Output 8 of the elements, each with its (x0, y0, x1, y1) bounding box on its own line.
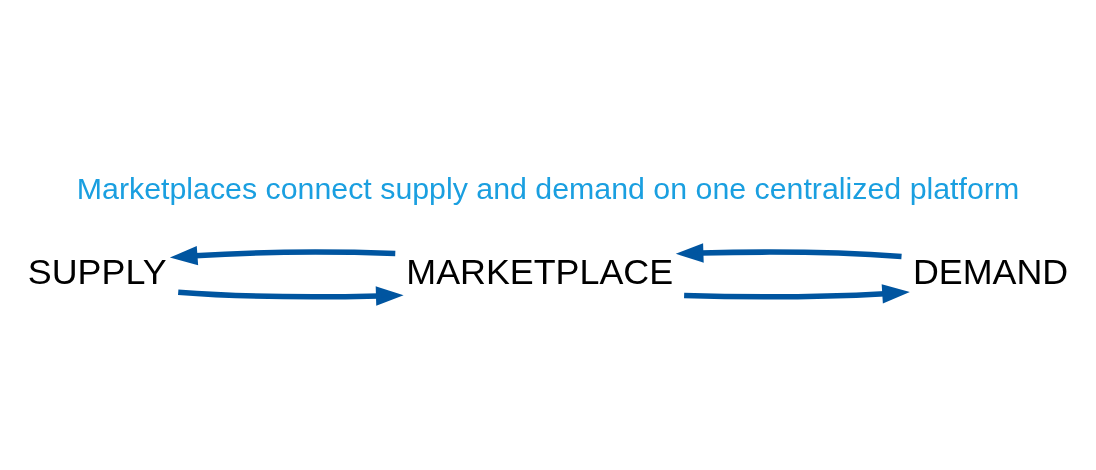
node-text: DEMAND (912, 251, 1069, 292)
diagram-title: Marketplaces connect supply and demand on one centralized platform (76, 172, 1020, 206)
node-text: SUPPLY (27, 251, 167, 292)
arrow (178, 286, 404, 306)
arrow (675, 243, 902, 263)
node-text: MARKETPLACE (406, 251, 674, 292)
arrow (684, 284, 910, 304)
arrow (169, 245, 396, 266)
